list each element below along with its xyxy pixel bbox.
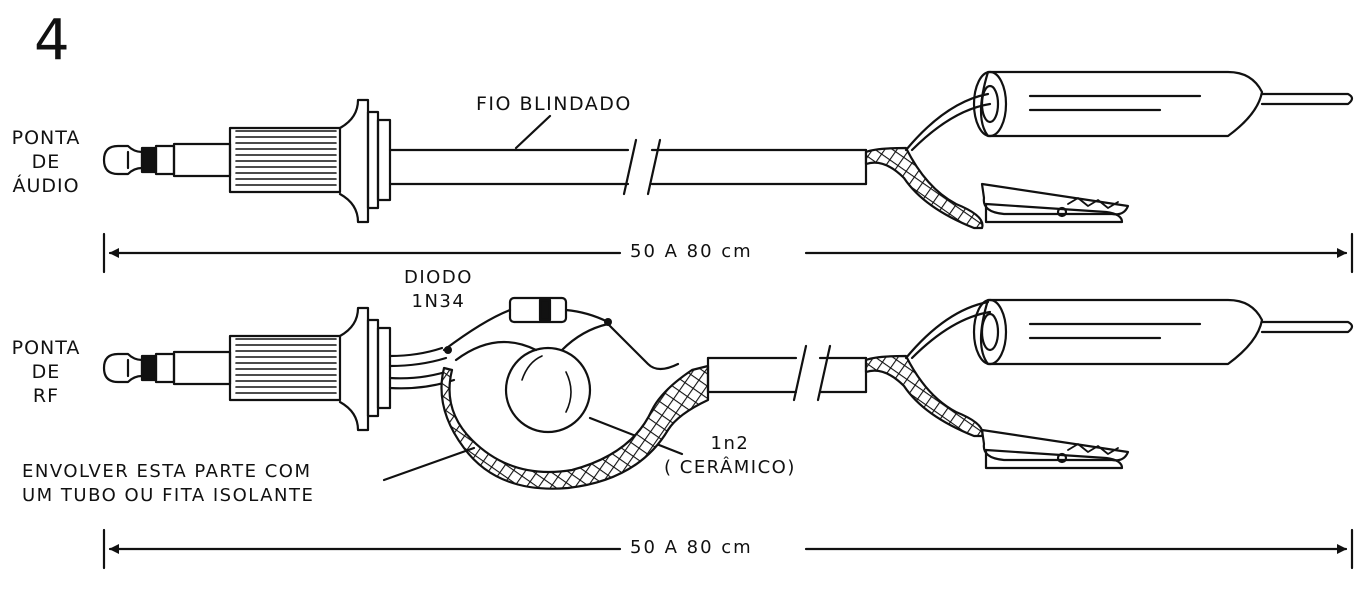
length-label-top: 50 A 80 cm xyxy=(626,241,757,262)
capacitor-label-line: 1n2 xyxy=(710,433,750,454)
audio-probe-label: PONTA DE ÁUDIO xyxy=(6,126,86,198)
shielded-cable-bottom xyxy=(706,344,984,438)
rf-plug xyxy=(102,306,456,432)
audio-plug xyxy=(102,98,392,224)
rf-probe-label: PONTA DE RF xyxy=(6,336,86,408)
insulation-note-line: ENVOLVER ESTA PARTE COM xyxy=(22,461,312,482)
audio-probe-label-line: ÁUDIO xyxy=(12,175,80,197)
probe-tip-bottom xyxy=(904,298,1354,366)
figure-number: 4 xyxy=(34,8,70,73)
diode-label-line: 1N34 xyxy=(411,291,466,312)
capacitor-label: 1n2 ( CERÂMICO) xyxy=(664,432,796,480)
insulation-note: ENVOLVER ESTA PARTE COM UM TUBO OU FITA … xyxy=(22,460,314,508)
capacitor-label-line: ( CERÂMICO) xyxy=(664,457,796,478)
rf-probe-label-line: PONTA xyxy=(11,337,81,359)
diode-label-line: DIODO xyxy=(404,267,473,288)
insulation-note-line: UM TUBO OU FITA ISOLANTE xyxy=(22,485,315,506)
cable-label: FIO BLINDADO xyxy=(476,93,632,115)
length-dimension-bottom xyxy=(102,528,1354,570)
alligator-clip-bottom xyxy=(980,428,1130,470)
alligator-clip-top xyxy=(980,182,1130,224)
rf-probe-label-line: RF xyxy=(32,385,60,407)
audio-probe-label-line: PONTA xyxy=(11,127,81,149)
diode-1n34 xyxy=(442,296,680,371)
shield-braid-top xyxy=(864,146,984,230)
diode-label: DIODO 1N34 xyxy=(404,266,473,314)
shield-braid-insulated xyxy=(382,364,710,490)
probe-tip-top xyxy=(904,70,1354,152)
length-label-bottom: 50 A 80 cm xyxy=(626,537,757,558)
audio-probe-label-line: DE xyxy=(31,151,61,173)
length-dimension-top xyxy=(102,232,1354,274)
shielded-cable-top xyxy=(388,114,868,196)
rf-probe-label-line: DE xyxy=(31,361,61,383)
